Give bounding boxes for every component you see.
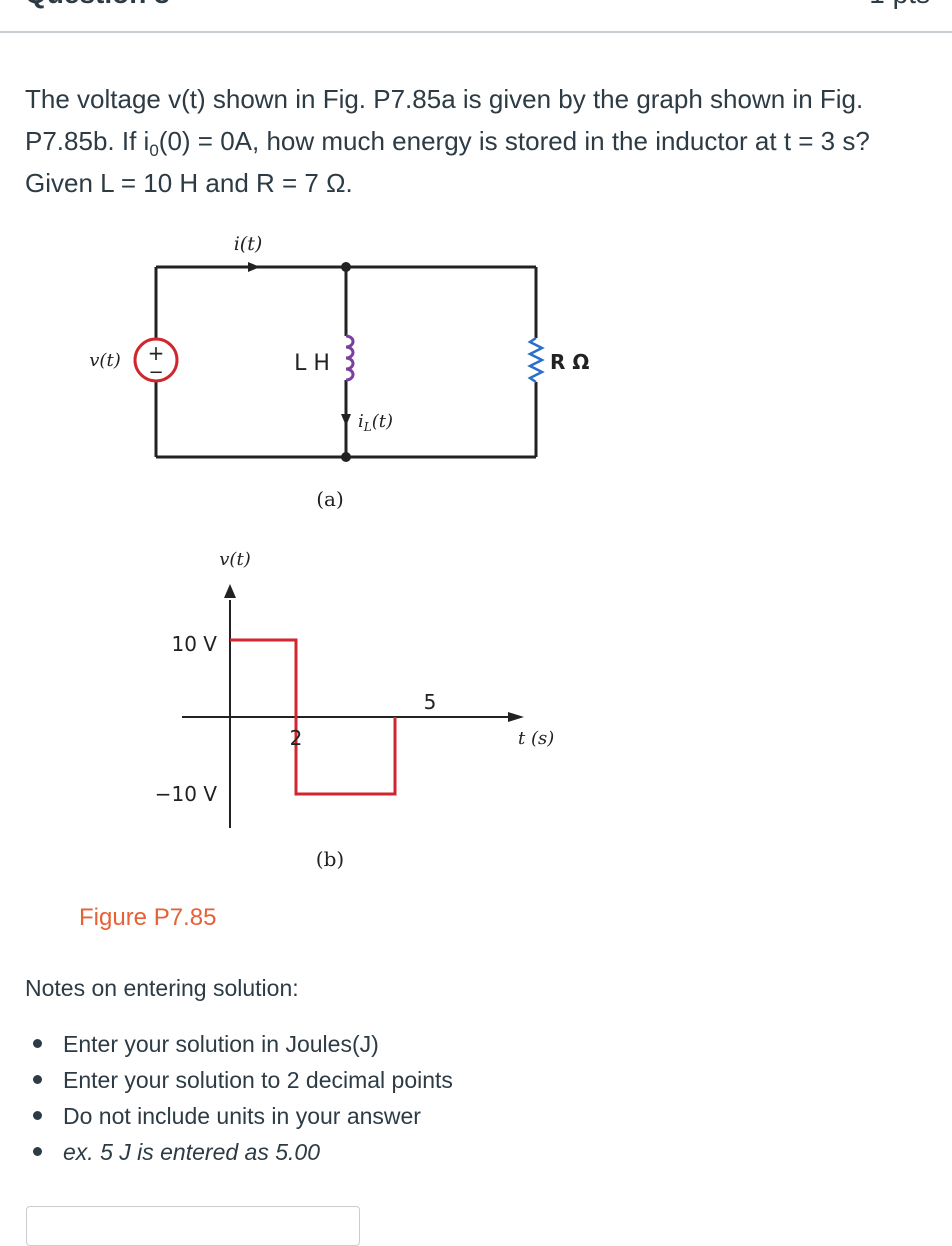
list-item: Enter your solution to 2 decimal points (25, 1062, 725, 1098)
inductor-current-main: i (358, 411, 364, 432)
junction-dot-top (341, 262, 351, 272)
graph-x-axis-label: t (s) (518, 728, 554, 749)
note-text: Enter your solution to 2 decimal points (63, 1067, 453, 1093)
question-line-1: The voltage v(t) shown in Fig. P7.85a is… (25, 84, 864, 114)
circuit-diagram (154, 265, 538, 459)
inductor-current-sub: L (363, 420, 372, 434)
x-tick-2: 2 (290, 726, 303, 750)
current-label: i(t) (234, 233, 263, 255)
y-axis-arrow-icon (224, 584, 236, 598)
inductor-label: L H (294, 351, 330, 376)
bullet-icon (33, 1075, 42, 1084)
x-axis-arrow-icon (508, 712, 524, 722)
question-points: 1 pts (869, 0, 930, 10)
inductor-coil-icon (345, 334, 355, 382)
graph-caption: (b) (316, 847, 344, 871)
bullet-icon (33, 1039, 42, 1048)
notes-title: Notes on entering solution: (25, 975, 299, 1001)
source-plus-sign: + (148, 341, 165, 365)
inductor-current-arrow-icon (341, 414, 351, 426)
bullet-icon (33, 1147, 42, 1156)
question-header: Question 8 1 pts (0, 0, 952, 33)
figure-p7-85: + − i(t) v(t) L H iL(t) R Ω (a) v(t) 10 … (60, 220, 620, 940)
waveform-line (230, 638, 397, 796)
graph-y-axis-label: v(t) (219, 549, 250, 570)
junction-dot-bottom (341, 452, 351, 462)
x-tick-5: 5 (424, 690, 437, 714)
current-arrow-icon (248, 262, 260, 272)
question-text: The voltage v(t) shown in Fig. P7.85a is… (25, 78, 935, 204)
question-line-2-pre: P7.85b. If i (25, 126, 150, 156)
source-minus-sign: − (148, 362, 163, 383)
list-item: Do not include units in your answer (25, 1098, 725, 1134)
note-text: ex. 5 J is entered as 5.00 (63, 1139, 320, 1165)
waveform-graph: v(t) 10 V −10 V 2 5 t (s) (b) (155, 549, 555, 871)
question-line-3: Given L = 10 H and R = 7 Ω. (25, 168, 353, 198)
answer-input[interactable] (26, 1206, 360, 1246)
inductor-current-arg: (t) (372, 411, 393, 432)
question-line-2: P7.85b. If i0(0) = 0A, how much energy i… (25, 120, 935, 162)
figure-label: Figure P7.85 (79, 904, 216, 931)
question-title: Question 8 (25, 0, 170, 10)
note-text: Do not include units in your answer (63, 1103, 421, 1129)
question-line-2-post: (0) = 0A, how much energy is stored in t… (158, 126, 870, 156)
y-tick-high: 10 V (172, 632, 218, 656)
bullet-icon (33, 1111, 42, 1120)
notes-list: Enter your solution in Joules(J) Enter y… (25, 1026, 725, 1170)
source-circle (133, 337, 179, 383)
list-item: Enter your solution in Joules(J) (25, 1026, 725, 1062)
voltage-source: + − (133, 337, 179, 383)
note-text: Enter your solution in Joules(J) (63, 1031, 379, 1057)
y-tick-low: −10 V (155, 782, 218, 806)
figure-svg: + − i(t) v(t) L H iL(t) R Ω (a) v(t) 10 … (79, 233, 589, 931)
list-item: ex. 5 J is entered as 5.00 (25, 1134, 725, 1170)
inductor-current-label: iL(t) (358, 411, 393, 434)
source-label: v(t) (89, 350, 120, 371)
question-line-2-sub: 0 (149, 141, 159, 161)
circuit-caption: (a) (316, 487, 344, 511)
resistor-label: R Ω (550, 350, 589, 374)
resistor-zigzag-icon (527, 336, 545, 384)
graph-x-axis-label-text: t (s) (518, 728, 554, 749)
